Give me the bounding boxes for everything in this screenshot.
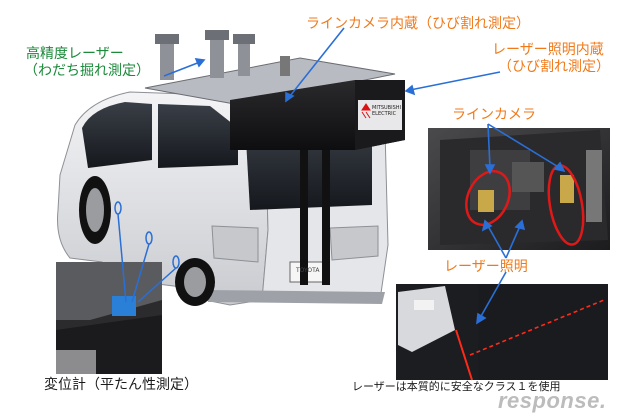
label-laser-high-precision-sub: （わだち掘れ測定）	[24, 63, 150, 79]
label-laser-lighting-built-in: レーザー照明内蔵	[492, 42, 604, 58]
label-line-camera: ラインカメラ	[452, 107, 536, 123]
displacement-callout-lines	[114, 201, 180, 303]
laser-line-photo	[469, 284, 608, 380]
callout-arrows	[163, 27, 566, 325]
license-plate: TOYOTA	[296, 267, 320, 274]
equipment-box	[230, 80, 405, 285]
caption-laser-class: レーザーは本質的に安全なクラス１を使用	[352, 380, 561, 393]
label-laser-lighting: レーザー照明	[444, 259, 528, 275]
label-displacement-meter: 変位計（平たん性測定）	[44, 377, 198, 393]
box-brand-line1: MITSUBISHI	[372, 105, 401, 111]
line-camera-highlight-1	[465, 170, 511, 226]
roof-rack	[144, 30, 396, 106]
inset-laser-lighting-photo	[396, 284, 478, 381]
watermark-response: response.	[498, 388, 607, 413]
label-laser-lighting-built-in-sub: （ひび割れ測定）	[498, 59, 610, 75]
box-brand-line2: ELECTRIC	[372, 111, 397, 117]
box-brand-logo: MITSUBISHI ELECTRIC	[372, 105, 401, 117]
label-line-camera-built-in: ラインカメラ内蔵（ひび割れ測定）	[306, 16, 530, 32]
inset-displacement-meter-photo	[56, 262, 162, 374]
label-laser-high-precision: 高精度レーザー	[26, 46, 124, 62]
